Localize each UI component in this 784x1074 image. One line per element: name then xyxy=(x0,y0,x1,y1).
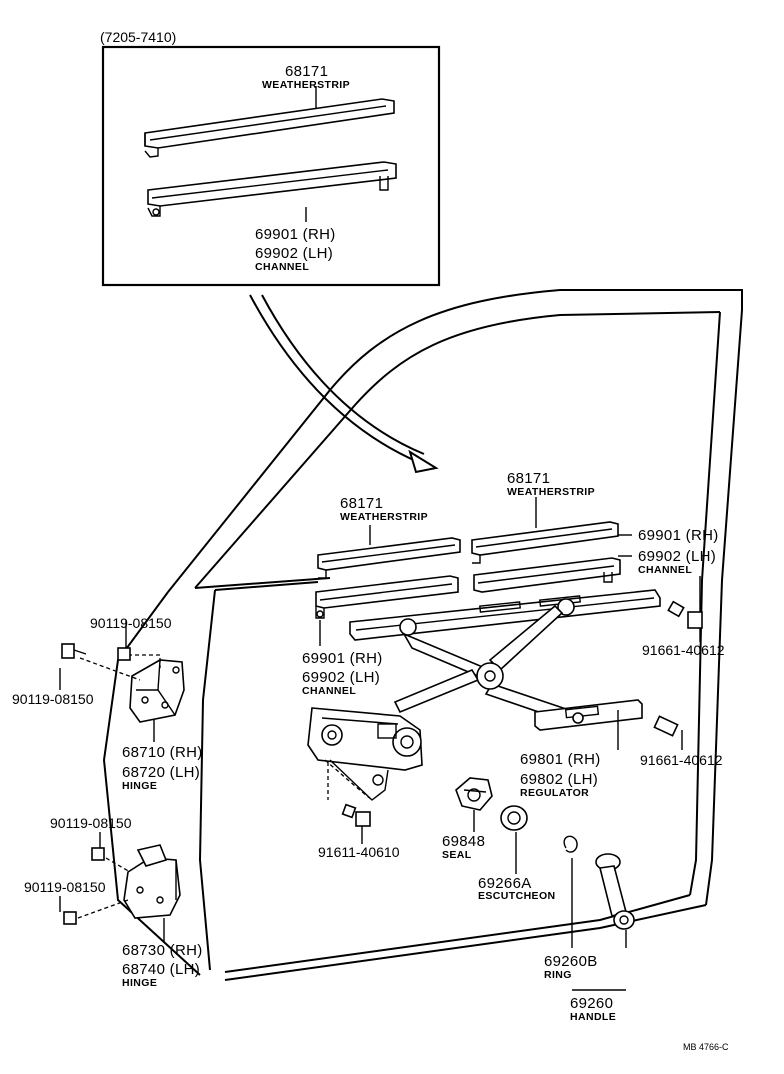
regulator-part xyxy=(307,589,661,801)
handle-number: 69260 xyxy=(570,995,613,1012)
bolt-icon xyxy=(91,847,105,861)
door-frame xyxy=(102,289,743,981)
lower-hinge-caption: HINGE xyxy=(122,977,157,989)
regulator-rh: 69801 (RH) xyxy=(520,751,601,768)
upper-hinge-lh: 68720 (LH) xyxy=(122,764,200,781)
upper-hinge-rh: 68710 (RH) xyxy=(122,744,203,761)
bolt-label-c: 90119-08150 xyxy=(50,815,132,831)
screw-icon xyxy=(341,803,371,827)
leader-lines xyxy=(59,86,701,991)
inset-channel-caption: CHANNEL xyxy=(255,261,309,273)
regulator-lh: 69802 (LH) xyxy=(520,771,598,788)
screw-label-c: 91611-40610 xyxy=(318,844,400,860)
right-channel-part xyxy=(473,557,621,593)
escutcheon-number: 69266A xyxy=(478,875,532,892)
right-channel-rh: 69901 (RH) xyxy=(638,527,719,544)
mid-weatherstrip-number: 68171 xyxy=(340,495,383,512)
inset-channel-part xyxy=(147,161,397,217)
right-weatherstrip-caption: WEATHERSTRIP xyxy=(507,486,595,498)
reference-code: MB 4766-C xyxy=(683,1042,729,1052)
screw-label-b: 91661-40612 xyxy=(640,752,723,768)
mid-weatherstrip-part xyxy=(317,537,461,579)
inset-weatherstrip-caption: WEATHERSTRIP xyxy=(262,79,350,91)
ring-caption: RING xyxy=(544,969,572,981)
lower-hinge-lh: 68740 (LH) xyxy=(122,961,200,978)
inset-title: (7205-7410) xyxy=(100,29,176,45)
inset-channel-rh: 69901 (RH) xyxy=(255,226,336,243)
regulator-caption: REGULATOR xyxy=(520,787,589,799)
lower-hinge-rh: 68730 (RH) xyxy=(122,942,203,959)
ring-part xyxy=(563,835,578,853)
upper-hinge-caption: HINGE xyxy=(122,780,157,792)
screw-icon xyxy=(653,715,679,737)
mid-weatherstrip-caption: WEATHERSTRIP xyxy=(340,511,428,523)
inset-box xyxy=(101,45,441,287)
escutcheon-caption: ESCUTCHEON xyxy=(478,890,556,902)
escutcheon-part xyxy=(500,805,528,831)
flow-arrow xyxy=(249,294,439,474)
seal-part xyxy=(455,777,493,811)
bolt-label-d: 90119-08150 xyxy=(24,879,106,895)
right-weatherstrip-part xyxy=(471,521,619,564)
inset-channel-lh: 69902 (LH) xyxy=(255,245,333,262)
handle-caption: HANDLE xyxy=(570,1011,616,1023)
left-channel-lh: 69902 (LH) xyxy=(302,669,380,686)
bolt-label-a: 90119-08150 xyxy=(90,615,172,631)
bolt-icon xyxy=(63,911,77,925)
right-weatherstrip-number: 68171 xyxy=(507,470,550,487)
lower-hinge-part xyxy=(77,844,181,919)
right-channel-caption: CHANNEL xyxy=(638,564,692,576)
right-channel-lh: 69902 (LH) xyxy=(638,548,716,565)
seal-caption: SEAL xyxy=(442,849,472,861)
inset-weatherstrip-number: 68171 xyxy=(285,63,328,80)
handle-part xyxy=(595,853,635,930)
screw-label-a: 91661-40612 xyxy=(642,642,725,658)
left-channel-rh: 69901 (RH) xyxy=(302,650,383,667)
screw-icon xyxy=(667,600,703,629)
upper-hinge-part xyxy=(79,654,185,723)
mid-channel-part xyxy=(315,575,459,619)
seal-number: 69848 xyxy=(442,833,485,850)
bolt-label-b: 90119-08150 xyxy=(12,691,94,707)
inset-weatherstrip-part xyxy=(144,98,395,158)
bolt-icon xyxy=(61,643,87,659)
left-channel-caption: CHANNEL xyxy=(302,685,356,697)
bolt-icon xyxy=(117,632,131,661)
ring-number: 69260B xyxy=(544,953,598,970)
